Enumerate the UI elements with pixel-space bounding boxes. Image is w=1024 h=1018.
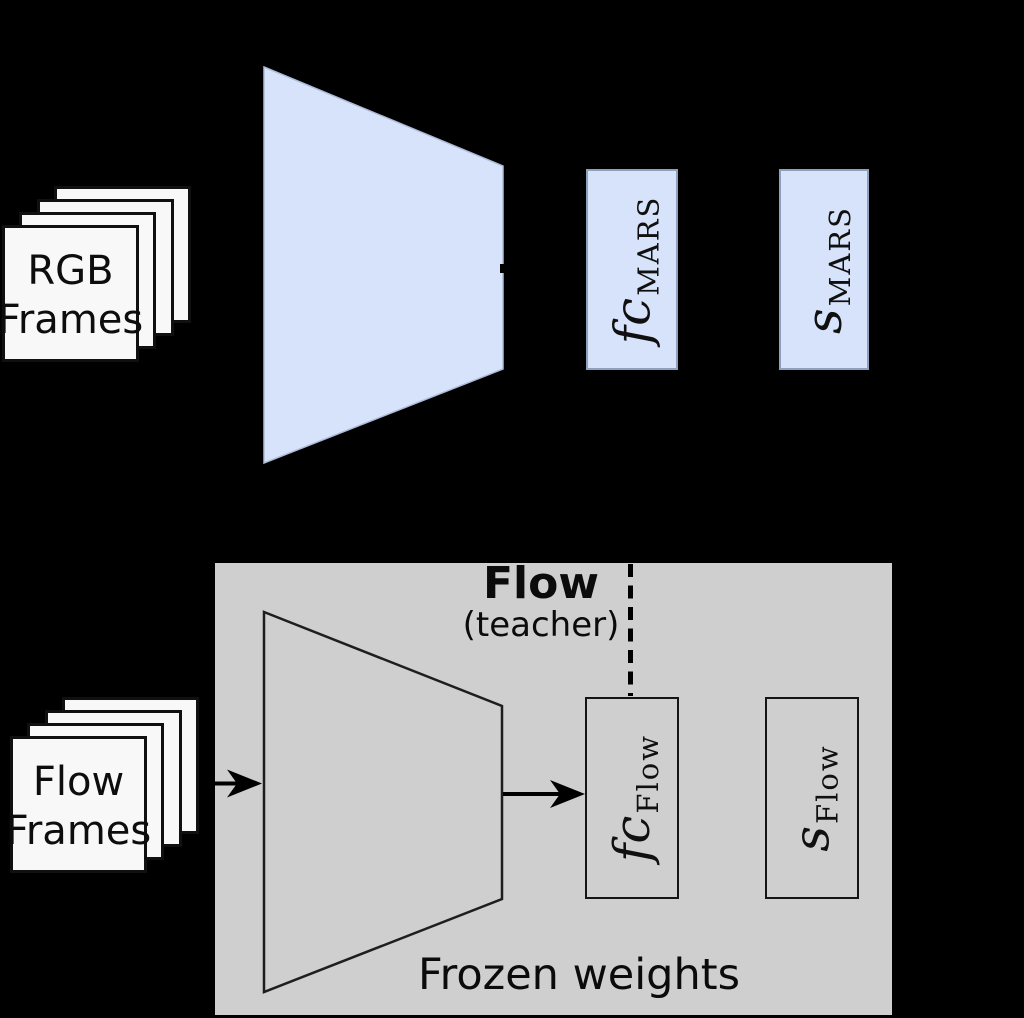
fc-flow-box: fcFlow (585, 697, 679, 899)
rgb-frames-stack: RGB Frames (0, 186, 202, 368)
label-sub: Flow (811, 744, 846, 825)
teacher-subtitle: (teacher) (462, 605, 620, 645)
arrow-stub (500, 264, 508, 273)
s-mars-label: sMARS (795, 205, 857, 334)
label-sub: Flow (631, 733, 666, 814)
s-flow-box: sFlow (765, 697, 859, 899)
arrow-stub (775, 265, 780, 272)
label-line1: Flow (32, 758, 125, 805)
rgb-frames-label: RGB Frames (0, 243, 143, 345)
s-flow-label: sFlow (783, 744, 845, 852)
arrow-right-icon (503, 780, 585, 808)
arrow-stub (583, 265, 587, 272)
teacher-title: Flow (482, 558, 599, 609)
frozen-weights-label: Frozen weights (418, 950, 740, 1000)
fc-flow-label: fcFlow (603, 734, 665, 863)
student-backbone-trapezoid (263, 65, 504, 465)
flow-frames-stack: Flow Frames (6, 697, 210, 879)
label-line2: Frames (5, 807, 152, 854)
label-main: fc (603, 297, 662, 344)
rgb-frame-front: RGB Frames (0, 225, 143, 362)
s-mars-box: sMARS (779, 169, 869, 370)
label-line1: RGB (27, 247, 114, 294)
label-main: s (783, 826, 842, 852)
flow-frame-front: Flow Frames (6, 736, 151, 873)
label-sub: MARS (631, 195, 666, 296)
flow-frames-label: Flow Frames (6, 754, 151, 856)
label-main: fc (603, 815, 662, 863)
fc-mars-box: fcMARS (586, 169, 678, 370)
teacher-backbone-trapezoid (262, 610, 504, 994)
fc-mars-label: fcMARS (603, 195, 665, 344)
label-line2: Frames (0, 296, 144, 343)
label-sub: MARS (823, 205, 858, 306)
label-main: s (795, 307, 854, 334)
